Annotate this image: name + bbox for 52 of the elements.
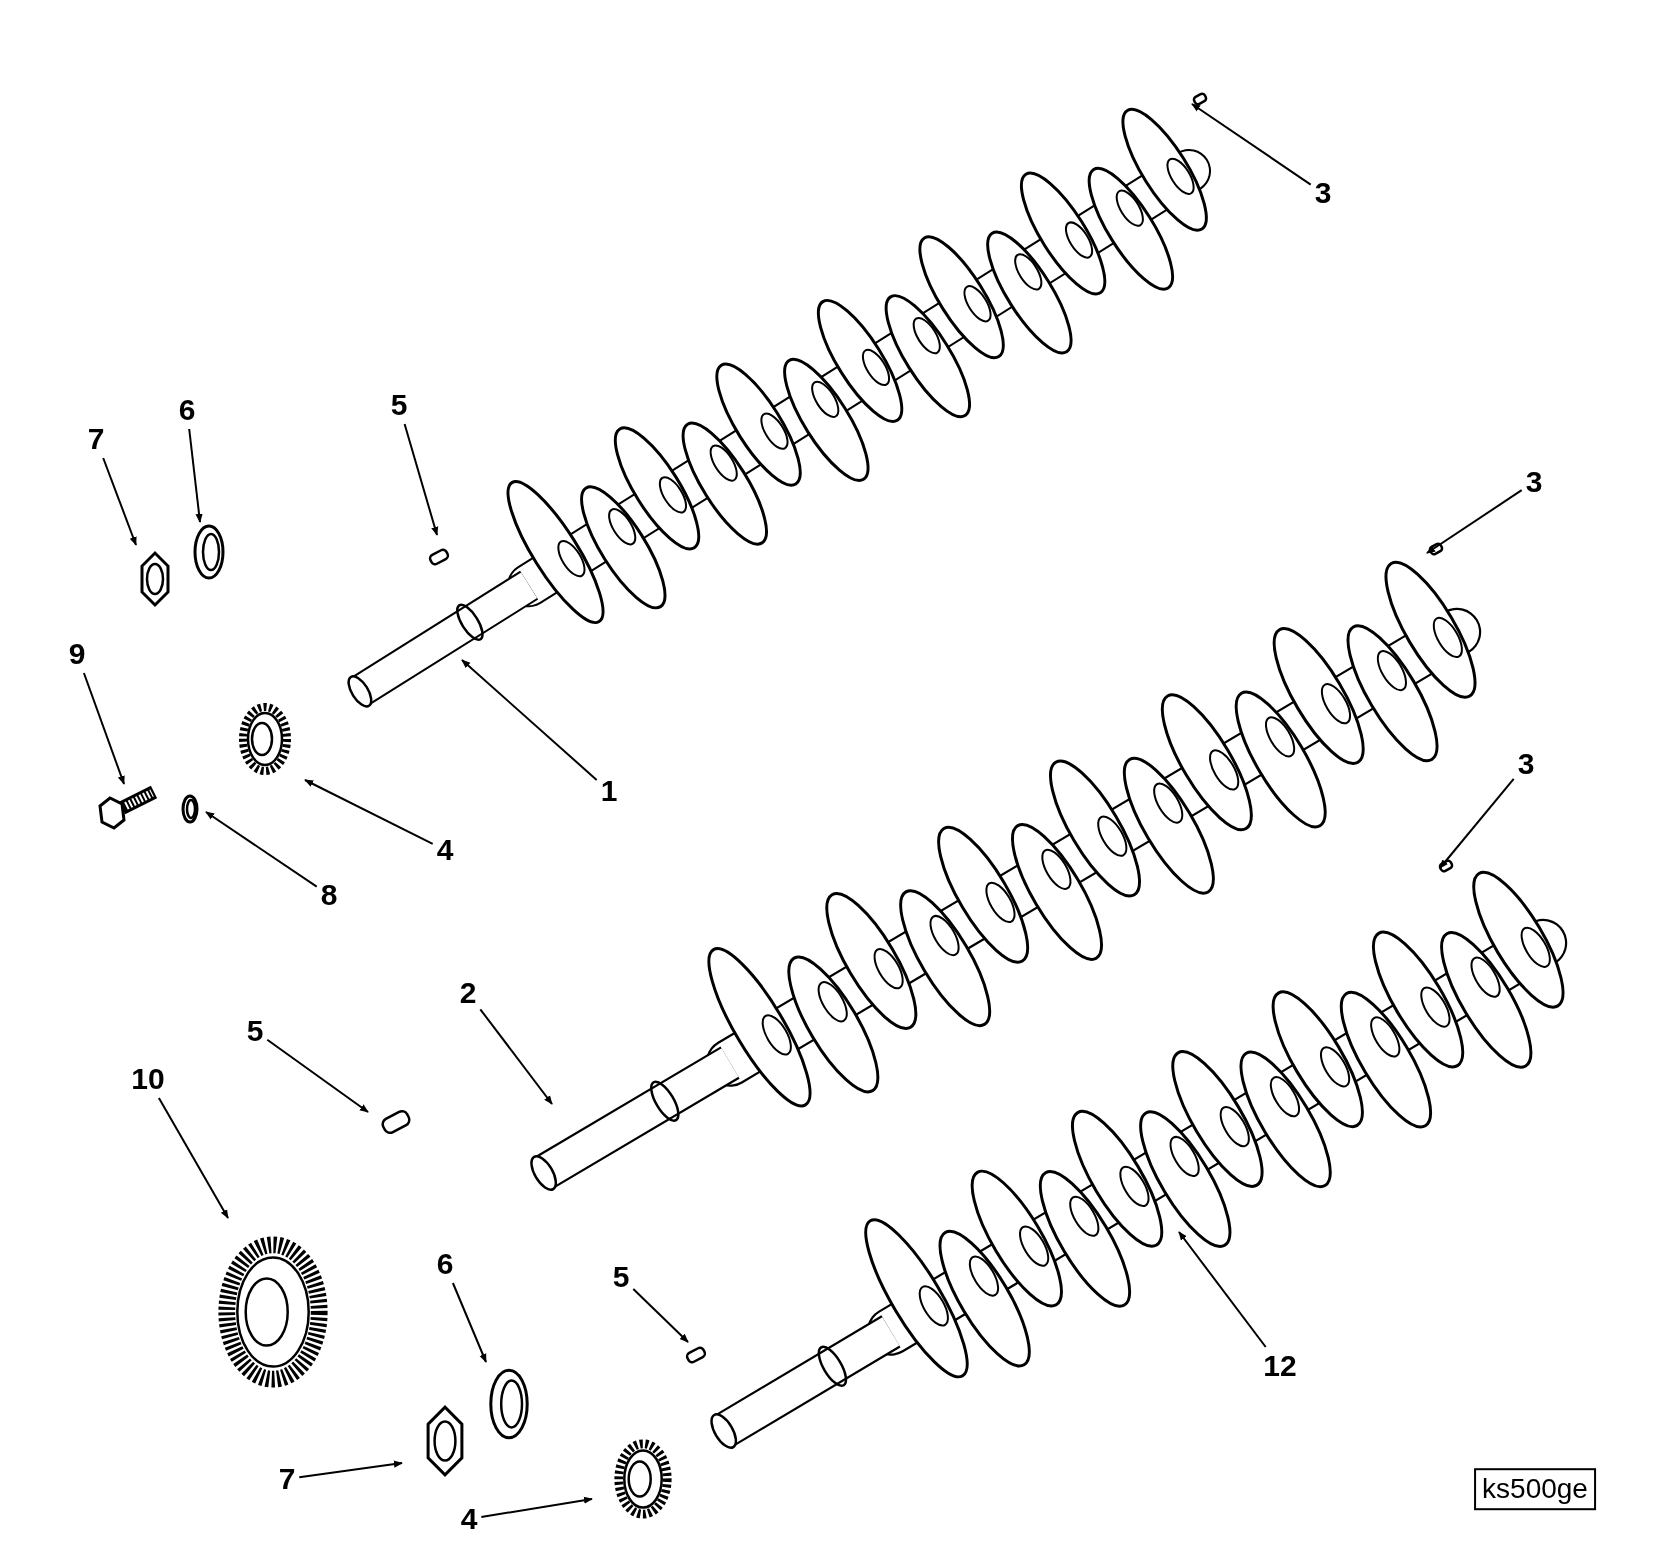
callout-number: 8: [320, 880, 338, 910]
callout-number: 12: [1263, 1351, 1297, 1381]
leader-line: [82, 672, 125, 785]
callout-number: 4: [460, 1504, 478, 1534]
leader-line: [1178, 1231, 1267, 1348]
nut-drawing: [426, 1405, 464, 1477]
leader-line: [632, 1288, 689, 1343]
crankshaft-drawing: [530, 561, 1482, 1191]
leader-line: [304, 779, 434, 845]
leader-line: [451, 1282, 487, 1363]
callout-number: 2: [459, 978, 477, 1008]
callout-number: 10: [131, 1064, 165, 1094]
plug-drawing: [1191, 91, 1209, 107]
callout-number: 5: [612, 1262, 630, 1292]
key-drawing: [684, 1345, 708, 1365]
washer-drawing: [193, 524, 225, 580]
nut-drawing: [140, 550, 170, 608]
crankshaft-drawing: [710, 871, 1568, 1449]
callout-number: 4: [436, 835, 454, 865]
leader-line: [480, 1496, 593, 1518]
callout-number: 7: [87, 424, 105, 454]
plug-drawing: [1427, 541, 1445, 557]
leader-line: [205, 811, 318, 888]
figure-code: ks500ge: [1474, 1468, 1596, 1510]
gear-drawing: [218, 1236, 328, 1388]
washer-drawing: [181, 794, 199, 824]
gear-drawing: [239, 703, 291, 775]
washer-drawing: [489, 1368, 529, 1440]
leader-line: [1439, 777, 1515, 869]
callout-number: 9: [68, 639, 86, 669]
leader-line: [157, 1097, 229, 1219]
leader-line: [461, 659, 598, 781]
callout-number: 5: [390, 390, 408, 420]
callout-number: 3: [1517, 749, 1535, 779]
callout-number: 6: [178, 395, 196, 425]
bolt-drawing: [98, 785, 158, 830]
leader-line: [188, 428, 203, 523]
leader-line: [102, 457, 137, 546]
callout-number: 3: [1525, 467, 1543, 497]
gear-drawing: [614, 1439, 672, 1519]
callout-number: 3: [1314, 178, 1332, 208]
callout-number: 6: [436, 1249, 454, 1279]
leader-line: [403, 423, 439, 536]
leader-line: [266, 1038, 369, 1113]
leader-line: [479, 1008, 553, 1105]
crankshaft-drawing: [347, 107, 1211, 708]
leader-line: [1426, 489, 1523, 554]
callout-number: 7: [278, 1464, 296, 1494]
leader-line: [298, 1460, 403, 1479]
leader-line: [1191, 103, 1312, 186]
callout-number: 1: [600, 776, 618, 806]
callout-number: 5: [246, 1016, 264, 1046]
